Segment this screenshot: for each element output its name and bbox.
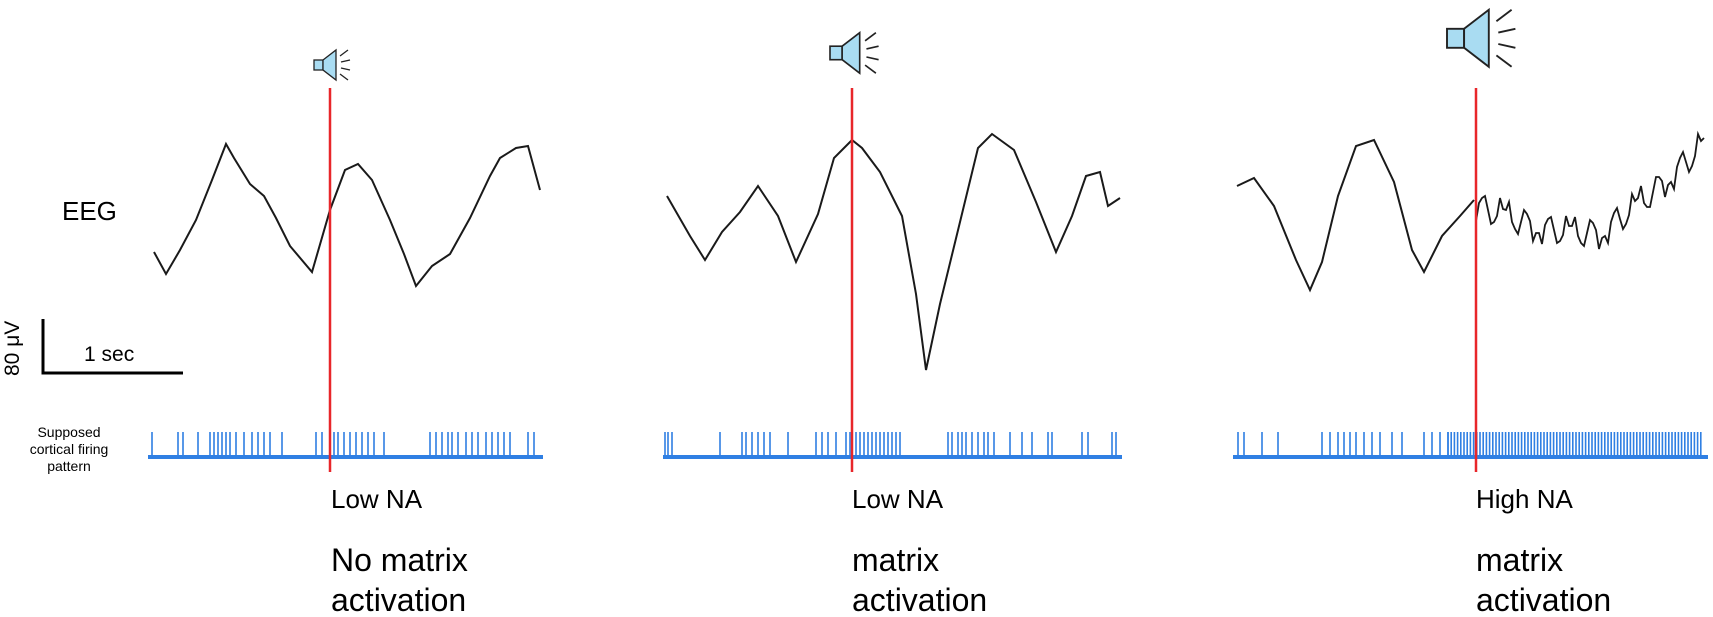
scale-voltage-label: 80 μV	[1, 320, 24, 376]
eeg-trace-low-na-matrix	[666, 132, 1121, 371]
eeg-trace-high-na-noise	[1475, 130, 1705, 250]
condition-label-2: matrix activation	[852, 542, 988, 617]
scale-time-label: 1 sec	[84, 343, 135, 366]
na-level-label-1: Low NA	[331, 484, 423, 514]
speaker-icon	[829, 31, 879, 75]
condition-label-3: matrix activation	[1476, 542, 1612, 617]
condition-label-1: No matrix activation	[331, 542, 468, 617]
spike-train-3	[1237, 432, 1702, 457]
scale-bar	[41, 319, 183, 375]
speaker-icon	[313, 48, 351, 82]
eeg-trace-high-na-matrix	[1236, 138, 1475, 293]
na-level-label-3: High NA	[1476, 484, 1573, 514]
speaker-icon	[1446, 7, 1516, 69]
na-level-label-2: Low NA	[852, 484, 944, 514]
firing-pattern-label: Supposed cortical firing pattern	[29, 424, 109, 474]
spike-train-1	[151, 432, 535, 457]
eeg-label: EEG	[62, 196, 117, 226]
spike-train-2	[664, 432, 1117, 457]
eeg-trace-low-na-no-matrix	[153, 141, 541, 288]
